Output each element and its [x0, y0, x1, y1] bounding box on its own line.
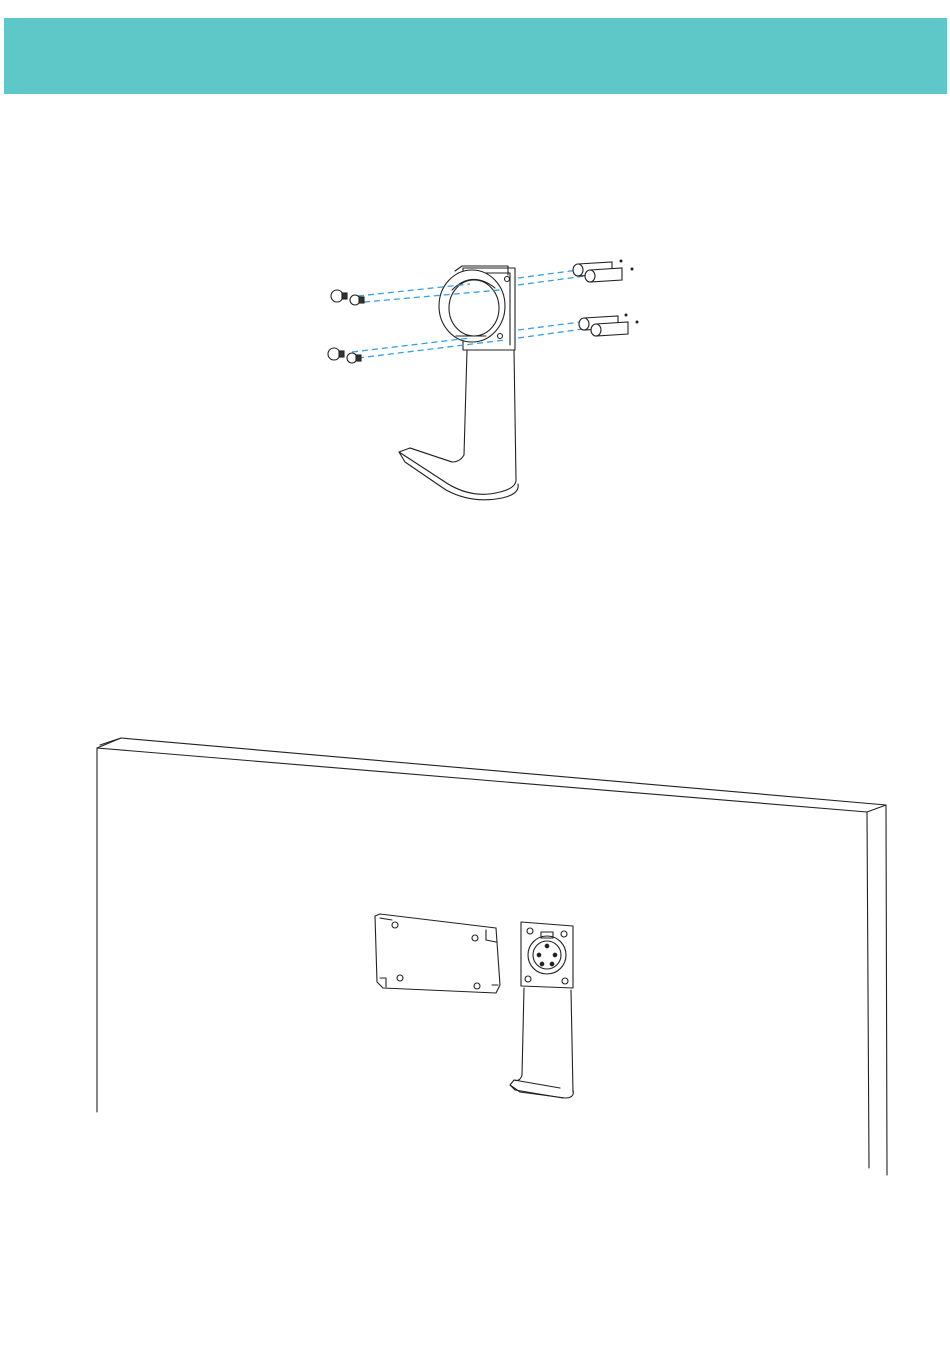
wall-installation-illustration [0, 0, 950, 1369]
